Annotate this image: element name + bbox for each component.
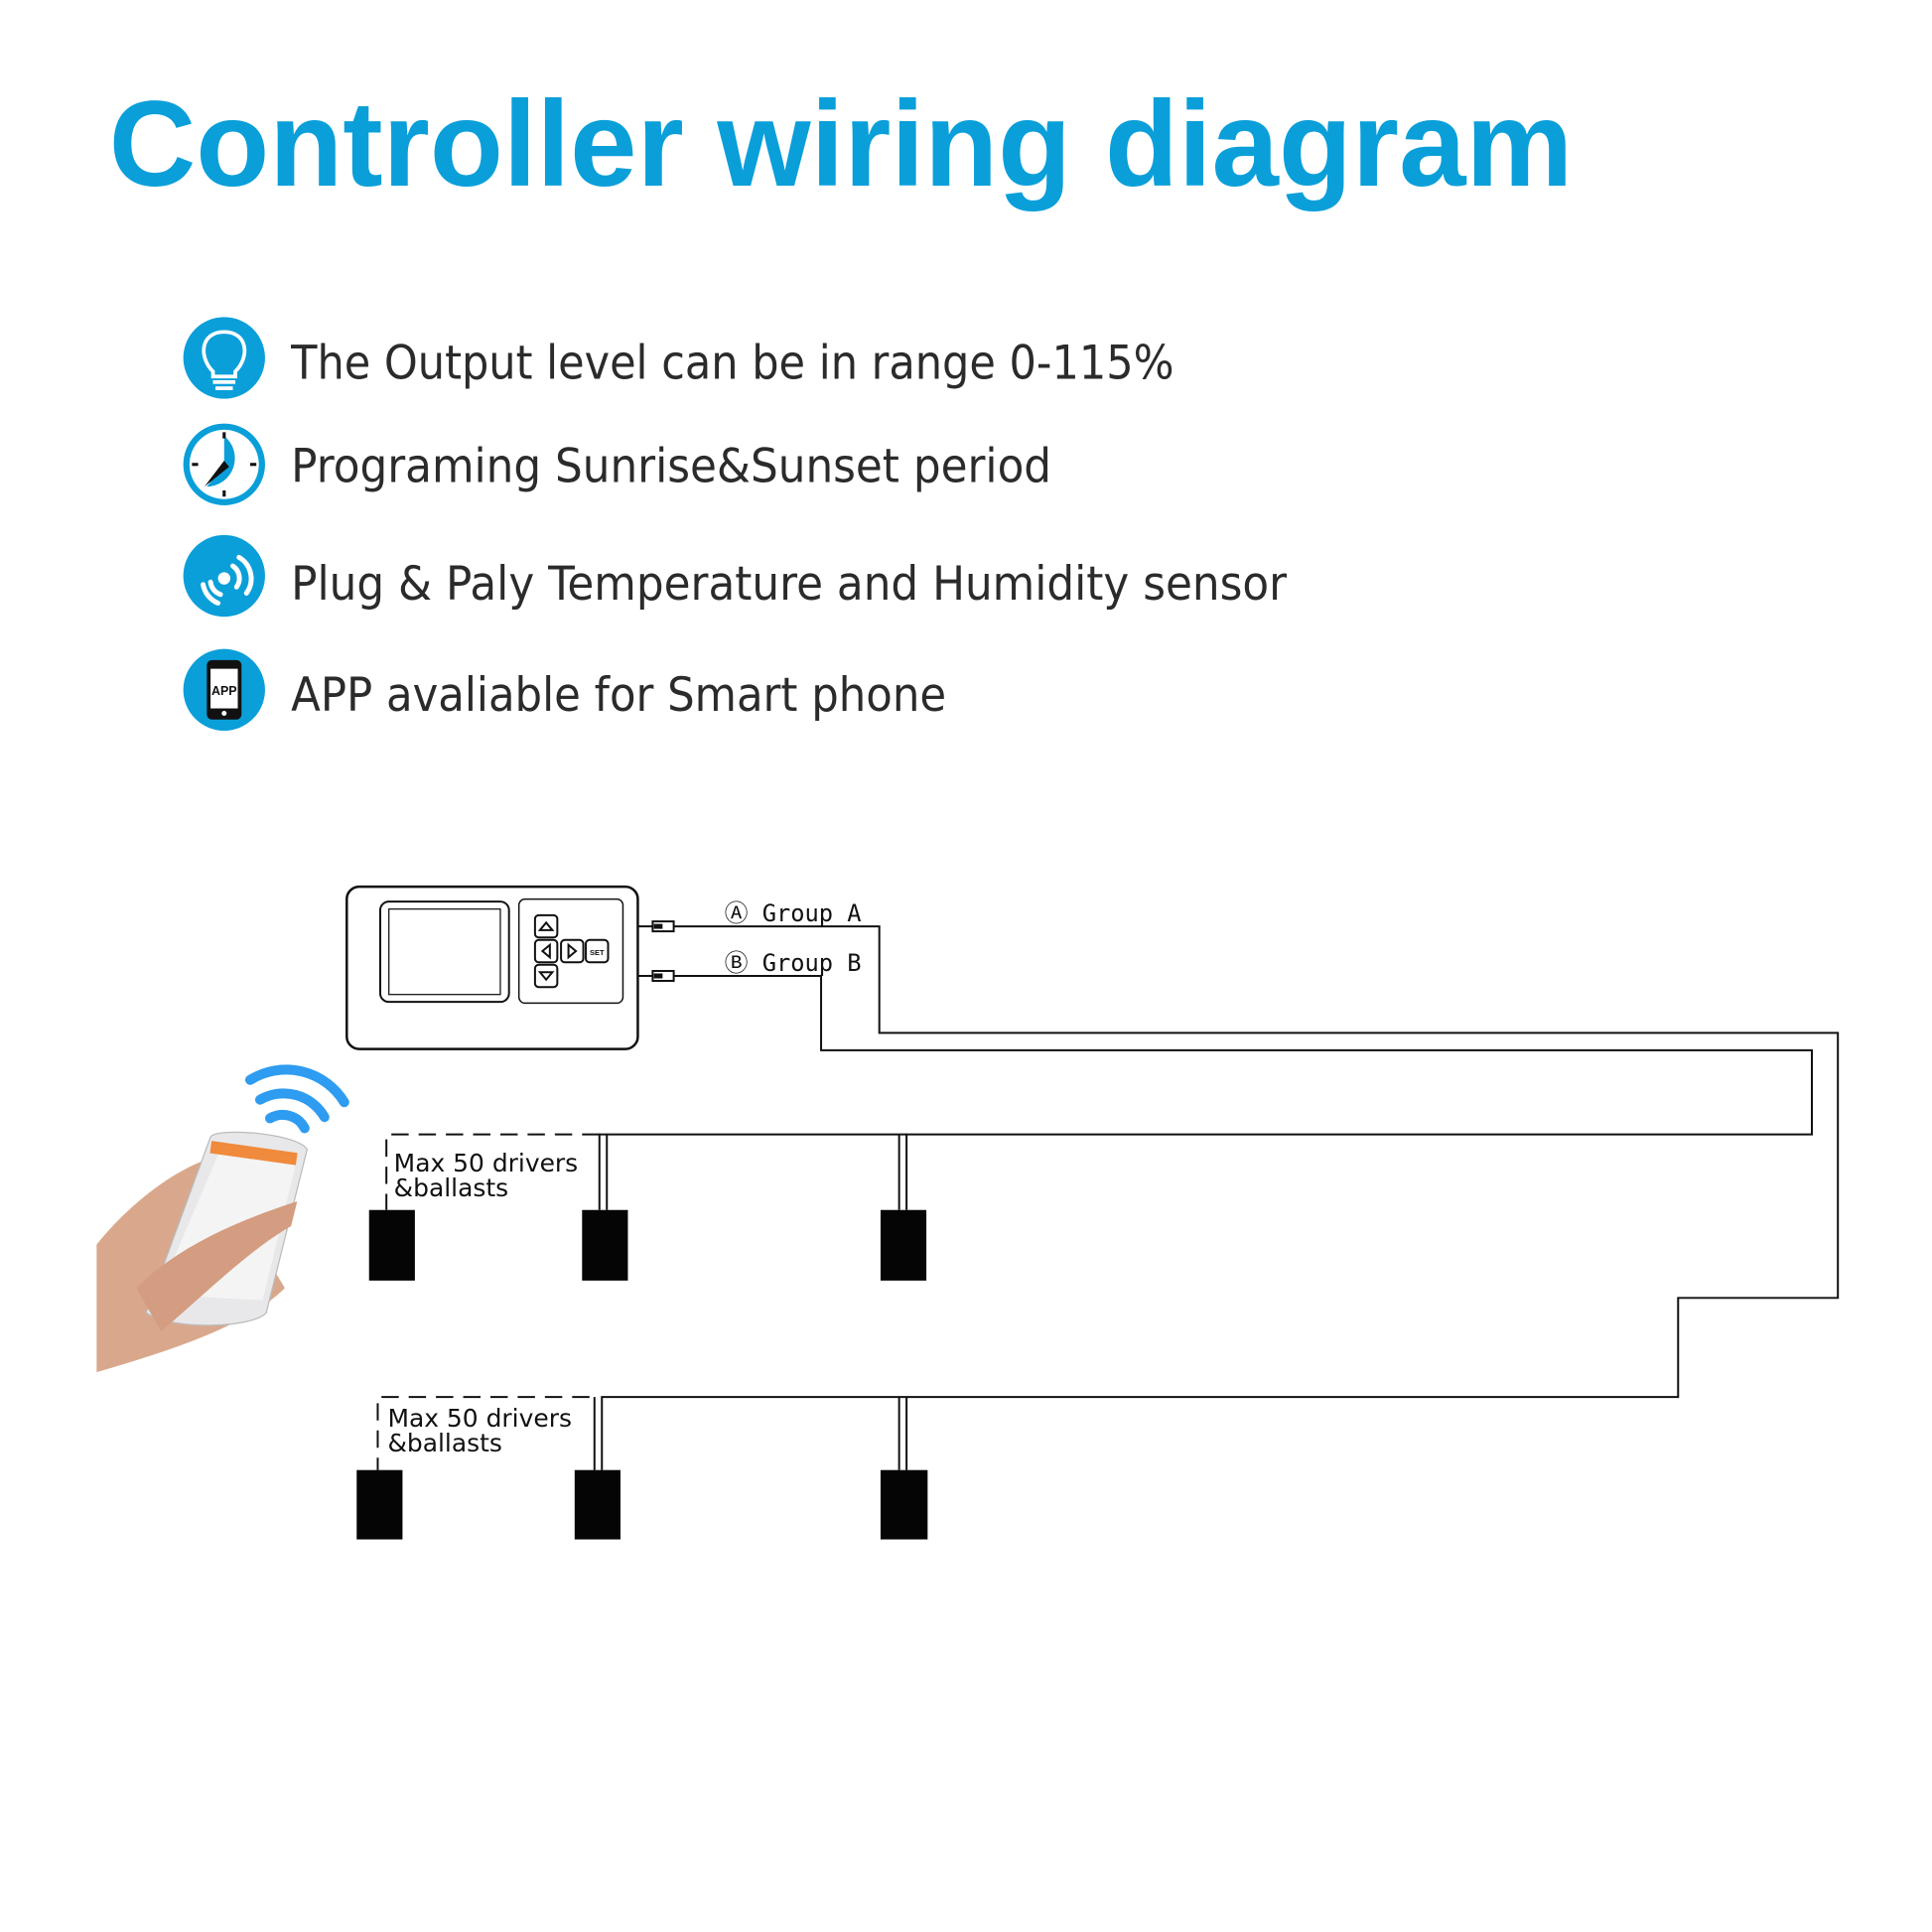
wires: [376, 925, 1840, 1470]
feature-sunrise-sunset: Programing Sunrise&Sunset period: [291, 439, 1051, 493]
phone-in-hand-image: [96, 1131, 309, 1373]
left-button: [533, 938, 559, 964]
right-button: [560, 938, 585, 964]
down-button: [533, 963, 559, 989]
controller-device: SET: [345, 885, 675, 1050]
up-button: [533, 913, 559, 939]
row1-label-2: &ballasts: [394, 1173, 508, 1202]
group-a-label: Ⓐ Group A: [725, 899, 862, 927]
svg-text:APP: APP: [211, 684, 237, 698]
svg-text:SET: SET: [590, 948, 605, 957]
row2-label-1: Max 50 drivers: [387, 1404, 571, 1433]
feature-app: APP avaliable for Smart phone: [291, 668, 946, 723]
wifi-icon: [244, 1064, 349, 1134]
feature-output-level: The Output level can be in range 0-115%: [290, 337, 1173, 391]
drivers: [356, 1209, 928, 1540]
driver: [368, 1209, 415, 1281]
driver: [356, 1469, 403, 1540]
smartphone-app-icon: APP: [183, 648, 265, 731]
page-title: Controller wiring diagram: [109, 75, 1573, 211]
driver: [574, 1469, 621, 1540]
driver: [880, 1469, 928, 1540]
lightbulb-icon: [183, 317, 265, 399]
set-button: [585, 938, 610, 964]
clock-icon: [183, 423, 265, 505]
driver: [582, 1209, 628, 1281]
sensor-signal-icon: [183, 534, 265, 618]
group-b-label: Ⓑ Group B: [725, 949, 862, 977]
feature-sensor: Plug & Paly Temperature and Humidity sen…: [291, 557, 1287, 612]
row2-label-2: &ballasts: [387, 1429, 501, 1457]
row1-label-1: Max 50 drivers: [394, 1149, 578, 1177]
driver: [880, 1209, 927, 1281]
